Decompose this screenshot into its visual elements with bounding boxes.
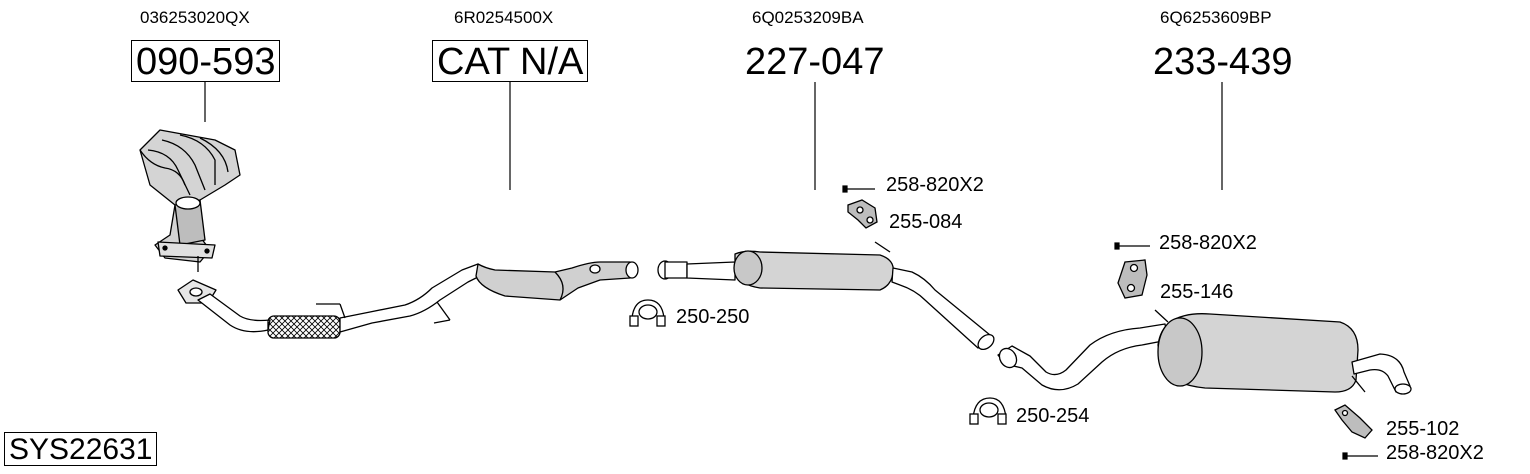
clamp-front [629, 299, 666, 327]
part-number-middle[interactable]: 227-047 [745, 41, 885, 83]
label-hanger-rear[interactable]: 255-146 [1160, 281, 1234, 303]
label-clamp-front[interactable]: 250-250 [676, 306, 750, 328]
bolt-tail-icon [1342, 452, 1378, 460]
oem-number-middle: 6Q0253209BA [752, 8, 864, 27]
label-hanger-mid[interactable]: 255-084 [889, 211, 963, 233]
leader-lines [204, 82, 1223, 190]
hanger-rear-icon [1117, 259, 1148, 299]
oem-number-rear: 6Q6253609BP [1160, 8, 1272, 27]
oem-number-manifold: 036253020QX [140, 8, 250, 27]
rear-silencer [997, 309, 1412, 395]
part-number-catalyst[interactable]: CAT N/A [432, 40, 589, 82]
exhaust-manifold [139, 129, 241, 272]
system-code: SYS22631 [4, 432, 158, 466]
bolt-mid-icon [842, 185, 875, 193]
part-number-manifold[interactable]: 090-593 [131, 40, 281, 82]
clamp-rear [969, 397, 1007, 425]
part-number-rear[interactable]: 233-439 [1153, 41, 1293, 83]
label-bracket-tail[interactable]: 255-102 [1386, 418, 1460, 440]
label-bolt-mid[interactable]: 258-820X2 [886, 174, 984, 196]
bracket-tail-icon [1334, 404, 1373, 439]
hanger-mid-icon [847, 199, 878, 229]
front-pipe [177, 263, 481, 339]
catalytic-converter [475, 261, 639, 301]
label-clamp-rear[interactable]: 250-254 [1016, 405, 1090, 427]
middle-silencer [657, 241, 995, 351]
oem-number-catalyst: 6R0254500X [454, 8, 554, 27]
label-bolt-tail[interactable]: 258-820X2 [1386, 442, 1484, 464]
bolt-rear-icon [1114, 242, 1150, 250]
label-bolt-rear[interactable]: 258-820X2 [1159, 232, 1257, 254]
